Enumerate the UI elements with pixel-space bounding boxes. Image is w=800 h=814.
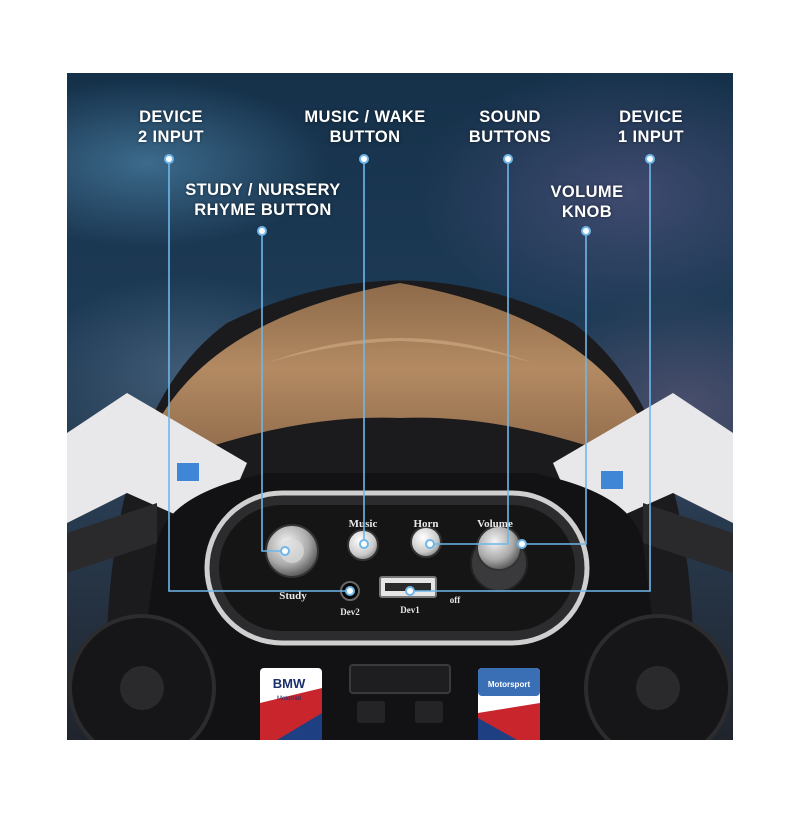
badge-motorsport: Motorsport [488, 680, 531, 689]
callout-line-sound [430, 159, 509, 545]
panel-label-dev1: Dev1 [400, 605, 420, 615]
callout-volume-knob: VOLUME KNOB [550, 183, 624, 221]
motorsport-badge: Motorsport [478, 668, 540, 740]
callout-line-study [261, 231, 285, 552]
callout-music-wake-button: MUSIC / WAKE BUTTON [304, 108, 426, 146]
right-blue-clip [601, 471, 623, 489]
panel-label-study: Study [279, 590, 307, 602]
callout-lines [168, 159, 651, 592]
motorcycle-dashboard: Music Horn Volume Study Dev2 Dev1 off BM… [67, 154, 733, 740]
callout-device2-input: DEVICE 2 INPUT [137, 108, 205, 146]
callout-sound-buttons: SOUND BUTTONS [468, 108, 552, 146]
callout-line-device2 [168, 159, 350, 592]
panel-label-volume: Volume [477, 518, 513, 530]
left-blue-clip [177, 463, 199, 481]
panel-label-horn: Horn [413, 518, 438, 530]
right-lower-trim [643, 503, 733, 573]
callout-device1-input: DEVICE 1 INPUT [617, 108, 685, 146]
bmw-motorrad-badge: BMW Motorrad [260, 668, 322, 740]
panel-label-music: Music [349, 518, 378, 530]
windshield-highlight [267, 338, 533, 363]
left-lower-trim [67, 503, 157, 573]
callout-line-device1 [410, 159, 651, 592]
product-photo: Music Horn Volume Study Dev2 Dev1 off BM… [67, 73, 733, 740]
windshield [137, 283, 663, 473]
callout-line-volume [522, 231, 587, 545]
badge-motorrad: Motorrad [277, 696, 301, 702]
center-display [349, 664, 451, 694]
badge-bmw: BMW [273, 676, 306, 691]
panel-label-dev2: Dev2 [340, 607, 360, 617]
callout-dots [164, 154, 655, 596]
callout-study-nursery-button: STUDY / NURSERY RHYME BUTTON [185, 181, 341, 219]
panel-label-off: off [450, 595, 461, 605]
